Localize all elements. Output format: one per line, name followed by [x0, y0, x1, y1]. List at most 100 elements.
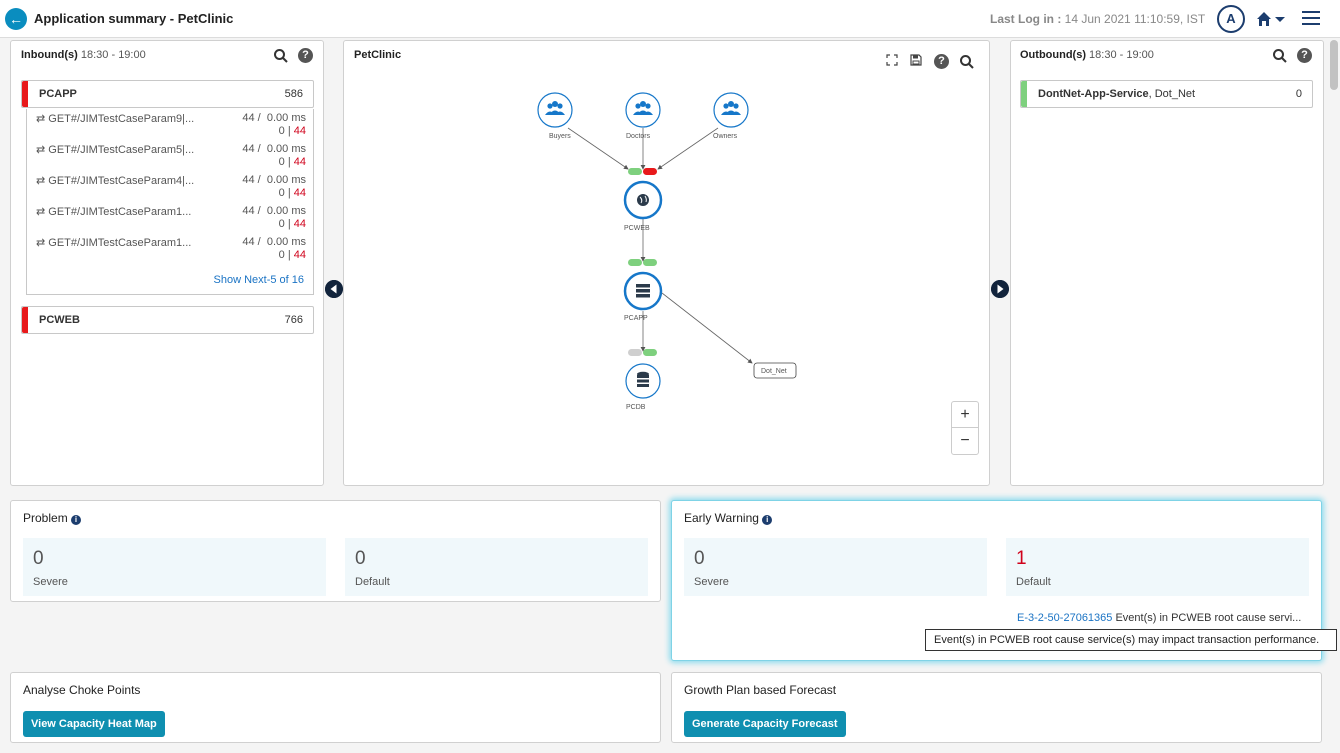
status-pill-green [628, 168, 642, 175]
topology-node-owners[interactable]: Owners [713, 92, 749, 140]
transaction-metrics: 44 / 0.00 ms 0 | 44 [242, 205, 306, 230]
severe-label: Severe [694, 576, 729, 588]
problem-severe-tile[interactable]: 0 Severe [23, 538, 326, 596]
node-label: PCWEB [624, 225, 650, 232]
transaction-list: ⇄ GET#/JIMTestCaseParam9|... 44 / 0.00 m… [26, 109, 314, 295]
event-tooltip: Event(s) in PCWEB root cause service(s) … [925, 629, 1337, 651]
node-label: PCAPP [624, 315, 648, 322]
forecast-panel: Growth Plan based Forecast Generate Capa… [671, 672, 1322, 743]
outbound-title-text: Outbound(s) [1020, 49, 1086, 61]
problem-default-tile[interactable]: 0 Default [345, 538, 648, 596]
inbound-title-text: Inbound(s) [21, 49, 78, 61]
topology-node-pcweb[interactable]: PCWEB [623, 180, 663, 232]
node-label: Buyers [549, 133, 571, 140]
back-arrow-icon[interactable]: ← [5, 8, 27, 30]
status-pill-green [643, 259, 657, 266]
transaction-link[interactable]: ⇄ GET#/JIMTestCaseParam9|... [36, 113, 195, 125]
users-icon [633, 101, 653, 115]
show-next-link[interactable]: Show Next-5 of 16 [213, 274, 305, 286]
inbound-service-pcapp[interactable]: PCAPP 586 [21, 80, 314, 108]
status-bar [22, 81, 28, 107]
fullscreen-icon[interactable] [886, 54, 898, 66]
status-pill-green [628, 259, 642, 266]
service-count: 586 [284, 88, 303, 100]
save-icon[interactable] [910, 54, 922, 66]
status-bar [1021, 81, 1027, 107]
status-pill-red [643, 168, 657, 175]
severe-count: 0 [694, 548, 705, 569]
status-pill-grey [628, 349, 642, 356]
node-label: PCDB [626, 404, 646, 411]
choke-points-panel: Analyse Choke Points View Capacity Heat … [10, 672, 661, 743]
service-name: PCAPP [39, 88, 77, 100]
last-log-value: 14 Jun 2021 11:10:59, IST [1064, 12, 1206, 26]
search-icon[interactable] [273, 48, 289, 64]
choke-points-title: Analyse Choke Points [23, 683, 141, 697]
page-scrollbar[interactable] [1330, 40, 1338, 90]
help-icon[interactable]: ? [934, 54, 949, 69]
severe-label: Severe [33, 576, 68, 588]
service-count: 766 [284, 314, 303, 326]
zoom-in-button[interactable]: + [952, 402, 978, 428]
list-item: ⇄ GET#/JIMTestCaseParam5|... 44 / 0.00 m… [36, 140, 306, 170]
status-bar [22, 307, 28, 333]
service-name: PCWEB [39, 314, 80, 326]
view-capacity-heat-map-button[interactable]: View Capacity Heat Map [23, 711, 165, 737]
list-item: ⇄ GET#/JIMTestCaseParam1... 44 / 0.00 ms… [36, 202, 306, 232]
list-item: ⇄ GET#/JIMTestCaseParam4|... 44 / 0.00 m… [36, 171, 306, 201]
topology-panel: PetClinic ? [343, 40, 990, 486]
home-menu-button[interactable] [1255, 9, 1287, 29]
database-icon [637, 371, 649, 387]
info-icon[interactable]: i [71, 515, 82, 525]
event-id-link[interactable]: E-3-2-50-27061365 [1017, 612, 1113, 624]
warning-default-tile[interactable]: 1 Default [1006, 538, 1309, 596]
hamburger-menu-icon[interactable] [1302, 11, 1320, 27]
problem-title: Problem i [23, 511, 82, 525]
search-icon[interactable] [1272, 48, 1288, 64]
topology-node-doctors[interactable]: Doctors [625, 92, 661, 140]
last-log-label: Last Log in : [990, 12, 1062, 26]
inbound-service-pcweb[interactable]: PCWEB 766 [21, 306, 314, 334]
user-avatar[interactable]: A [1217, 5, 1245, 33]
topology-node-dotnet[interactable]: Dot_Net [753, 362, 797, 379]
transaction-link[interactable]: ⇄ GET#/JIMTestCaseParam1... [36, 237, 192, 249]
node-label: Owners [713, 133, 738, 140]
last-log-info: Last Log in : 14 Jun 2021 11:10:59, IST [990, 12, 1205, 26]
transaction-metrics: 44 / 0.00 ms 0 | 44 [242, 143, 306, 168]
transaction-link[interactable]: ⇄ GET#/JIMTestCaseParam5|... [36, 144, 195, 156]
topology-node-pcdb[interactable]: PCDB [625, 363, 661, 411]
collapse-left-arrow-icon[interactable] [325, 280, 343, 298]
transaction-link[interactable]: ⇄ GET#/JIMTestCaseParam1... [36, 206, 192, 218]
list-item: ⇄ GET#/JIMTestCaseParam1... 44 / 0.00 ms… [36, 233, 306, 263]
default-count: 0 [355, 548, 366, 569]
users-icon [721, 101, 741, 115]
topology-node-pcapp[interactable]: PCAPP [623, 271, 663, 322]
inbound-title: Inbound(s) 18:30 - 19:00 [21, 49, 146, 61]
inbound-panel: Inbound(s) 18:30 - 19:00 ? PCAPP 586 ⇄ G… [10, 40, 324, 486]
default-count: 1 [1016, 548, 1027, 569]
topology-node-buyers[interactable]: Buyers [537, 92, 573, 140]
topology-graph: Buyers Doctors Owners PCWEB [537, 92, 797, 411]
problem-panel: Problem i 0 Severe 0 Default [10, 500, 661, 602]
default-label: Default [355, 576, 390, 588]
inbound-time-range: 18:30 - 19:00 [80, 49, 146, 61]
help-icon[interactable]: ? [1297, 48, 1312, 63]
generate-capacity-forecast-button[interactable]: Generate Capacity Forecast [684, 711, 846, 737]
chevron-down-icon [1275, 17, 1285, 22]
home-icon [1257, 12, 1285, 26]
transaction-link[interactable]: ⇄ GET#/JIMTestCaseParam4|... [36, 175, 195, 187]
warning-severe-tile[interactable]: 0 Severe [684, 538, 987, 596]
node-label: Doctors [626, 133, 651, 140]
node-label: Dot_Net [761, 368, 787, 375]
help-icon[interactable]: ? [298, 48, 313, 63]
outbound-service-dotnet[interactable]: DontNet-App-Service, Dot_Net 0 [1020, 80, 1313, 108]
zoom-out-button[interactable]: − [960, 432, 970, 449]
event-summary: E-3-2-50-27061365 Event(s) in PCWEB root… [1017, 612, 1301, 624]
search-icon[interactable] [959, 54, 975, 70]
service-name: DontNet-App-Service, Dot_Net [1038, 88, 1196, 100]
page-title: Application summary - PetClinic [34, 11, 234, 26]
info-icon[interactable]: i [762, 515, 773, 525]
severe-count: 0 [33, 548, 44, 569]
expand-right-arrow-icon[interactable] [991, 280, 1009, 298]
outbound-panel: Outbound(s) 18:30 - 19:00 ? DontNet-App-… [1010, 40, 1324, 486]
